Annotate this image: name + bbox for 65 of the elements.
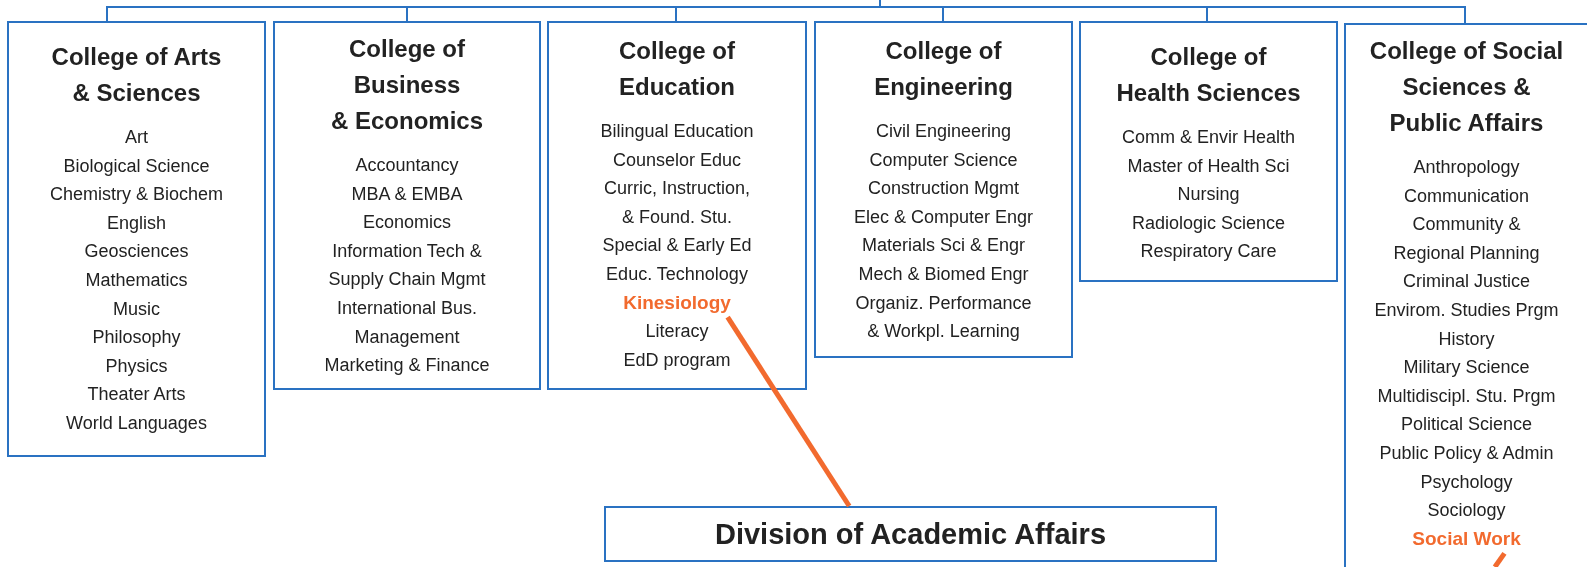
highlighted-department: Social Work [1412,524,1521,554]
department-name: Special & Early Ed [602,234,752,258]
department-name: English [106,211,166,235]
department-name: Bilingual Education [600,120,754,143]
department-name: Mathematics [85,268,188,292]
department-name: Curric, Instruction, & Found. Stu. [602,177,751,229]
department-name: Anthropology [1413,156,1520,179]
department-name: Music [113,297,160,321]
department-name: Theater Arts [87,383,186,407]
department-name: Civil Engineering [875,120,1012,143]
department-name: Criminal Justice [1403,270,1530,294]
department-name: Respiratory Care [1140,240,1277,264]
department-name: MBA & EMBA [351,182,463,206]
college-heading: College of Health Sciences [1115,42,1302,108]
connector-line [879,0,1466,24]
department-name: Mech & Biomed Engr [858,262,1029,286]
department-name: Sociology [1427,499,1506,523]
department-name: Psychology [1420,470,1513,494]
division-box: Division of Academic Affairs [604,506,1217,562]
college-heading: College of Business & Economics [329,34,484,136]
department-name: Economics [363,211,451,235]
department-name: Geosciences [84,240,189,264]
department-name: Physics [105,354,168,378]
department-name: Counselor Educ [612,148,742,172]
department-name: History [1438,327,1495,351]
department-name: Management [354,325,460,349]
college-box [273,21,541,390]
department-name: Construction Mgmt [867,177,1020,201]
department-name: Art [125,126,148,149]
department-name: Educ. Technology [606,262,748,286]
department-name: EdD program [623,348,731,372]
department-name: Communication [1403,184,1530,208]
highlighted-department: Kinesiology [623,288,731,318]
college-heading: College of Social Sciences & Public Affairs [1368,36,1565,138]
department-name: Biological Science [63,154,210,178]
department-name: Marketing & Finance [324,354,490,378]
department-name: Political Science [1400,413,1533,437]
department-name: Organiz. Performance & Workpl. Learning [854,291,1033,344]
college-box [547,21,807,390]
department-name: Nursing [1177,183,1240,207]
department-name: Multidiscipl. Stu. Prgm [1377,384,1556,408]
department-name: International Bus. [336,296,478,320]
department-name: Public Policy & Admin [1379,441,1554,465]
department-name: Philosophy [92,326,181,350]
department-name: Computer Science [869,148,1018,172]
department-name: Military Science [1403,356,1530,380]
department-name: Envirom. Studies Prgm [1374,298,1559,322]
department-name: World Languages [66,411,207,435]
college-box [814,21,1073,358]
college-box [1079,21,1338,282]
college-box [7,21,266,457]
department-name: Community & Regional Planning [1392,213,1541,265]
department-name: Accountancy [355,154,459,177]
department-name: Comm & Envir Health [1121,126,1296,149]
college-heading: College of Engineering [873,36,1014,102]
department-name: Chemistry & Biochem [49,183,224,207]
department-name: Elec & Computer Engr [853,205,1034,229]
department-name: Radiologic Science [1131,211,1286,235]
department-name: Materials Sci & Engr [861,234,1026,258]
department-name: Master of Health Sci [1127,154,1290,178]
college-box [1344,23,1587,567]
department-name: Literacy [645,320,709,344]
department-name: Information Tech & Supply Chain Mgmt [327,239,487,292]
college-heading: College of Arts & Sciences [50,42,223,108]
college-heading: College of Education [618,36,736,102]
